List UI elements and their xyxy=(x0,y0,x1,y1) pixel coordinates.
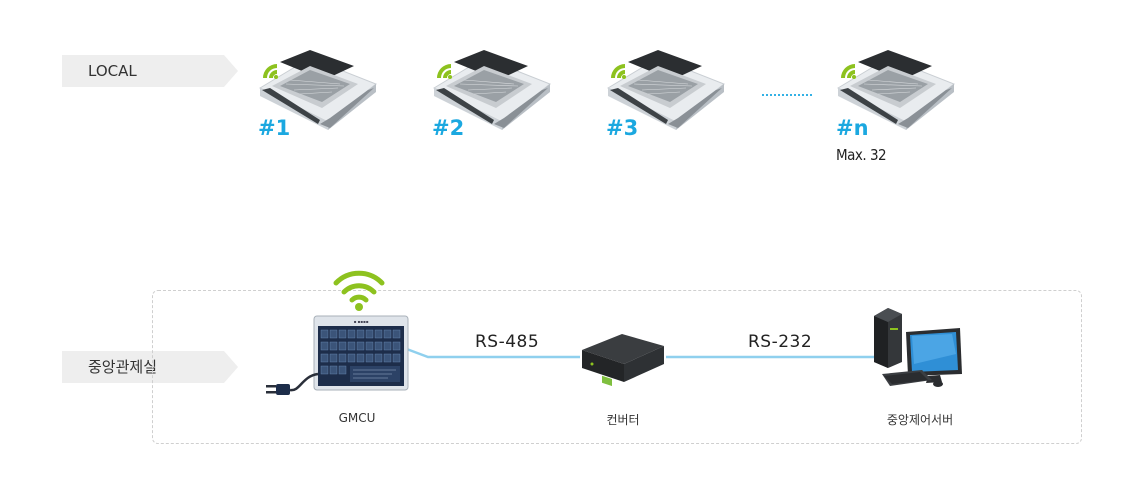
ac-cassette-icon xyxy=(836,50,955,130)
server-caption: 중앙제어서버 xyxy=(886,413,954,427)
rs232-label: RS-232 xyxy=(748,332,813,352)
wifi-icon xyxy=(333,270,385,311)
ac-cassette-icon xyxy=(606,50,725,130)
gmcu-caption: GMCU xyxy=(338,411,376,425)
ac-unit-n xyxy=(836,50,956,136)
rs485-label: RS-485 xyxy=(475,332,540,352)
ac-cassette-icon xyxy=(432,50,551,130)
local-tag: LOCAL xyxy=(62,55,238,87)
ac-unit-2-label: #2 xyxy=(432,116,465,140)
ac-unit-1 xyxy=(258,50,378,136)
ac-unit-1-label: #1 xyxy=(258,116,291,140)
ac-unit-2 xyxy=(432,50,552,136)
converter-caption: 컨버터 xyxy=(606,413,640,427)
ac-unit-3-label: #3 xyxy=(606,116,639,140)
gmcu-device: ▪ ▪▪▪▪ xyxy=(266,315,409,395)
svg-text:▪ ▪▪▪▪: ▪ ▪▪▪▪ xyxy=(354,319,369,324)
converter-device xyxy=(582,334,664,386)
local-label: LOCAL xyxy=(88,62,137,80)
central-room-label: 중앙관제실 xyxy=(88,358,158,376)
ellipsis-dots xyxy=(762,94,812,96)
central-room-panel xyxy=(152,290,1082,444)
ac-unit-3 xyxy=(606,50,726,136)
ac-cassette-icon xyxy=(258,50,377,130)
central-room-tag: 중앙관제실 xyxy=(62,351,238,383)
max-units-note: Max. 32 xyxy=(836,146,887,164)
server-computer xyxy=(874,308,962,387)
ac-unit-n-label: #n xyxy=(836,116,869,140)
